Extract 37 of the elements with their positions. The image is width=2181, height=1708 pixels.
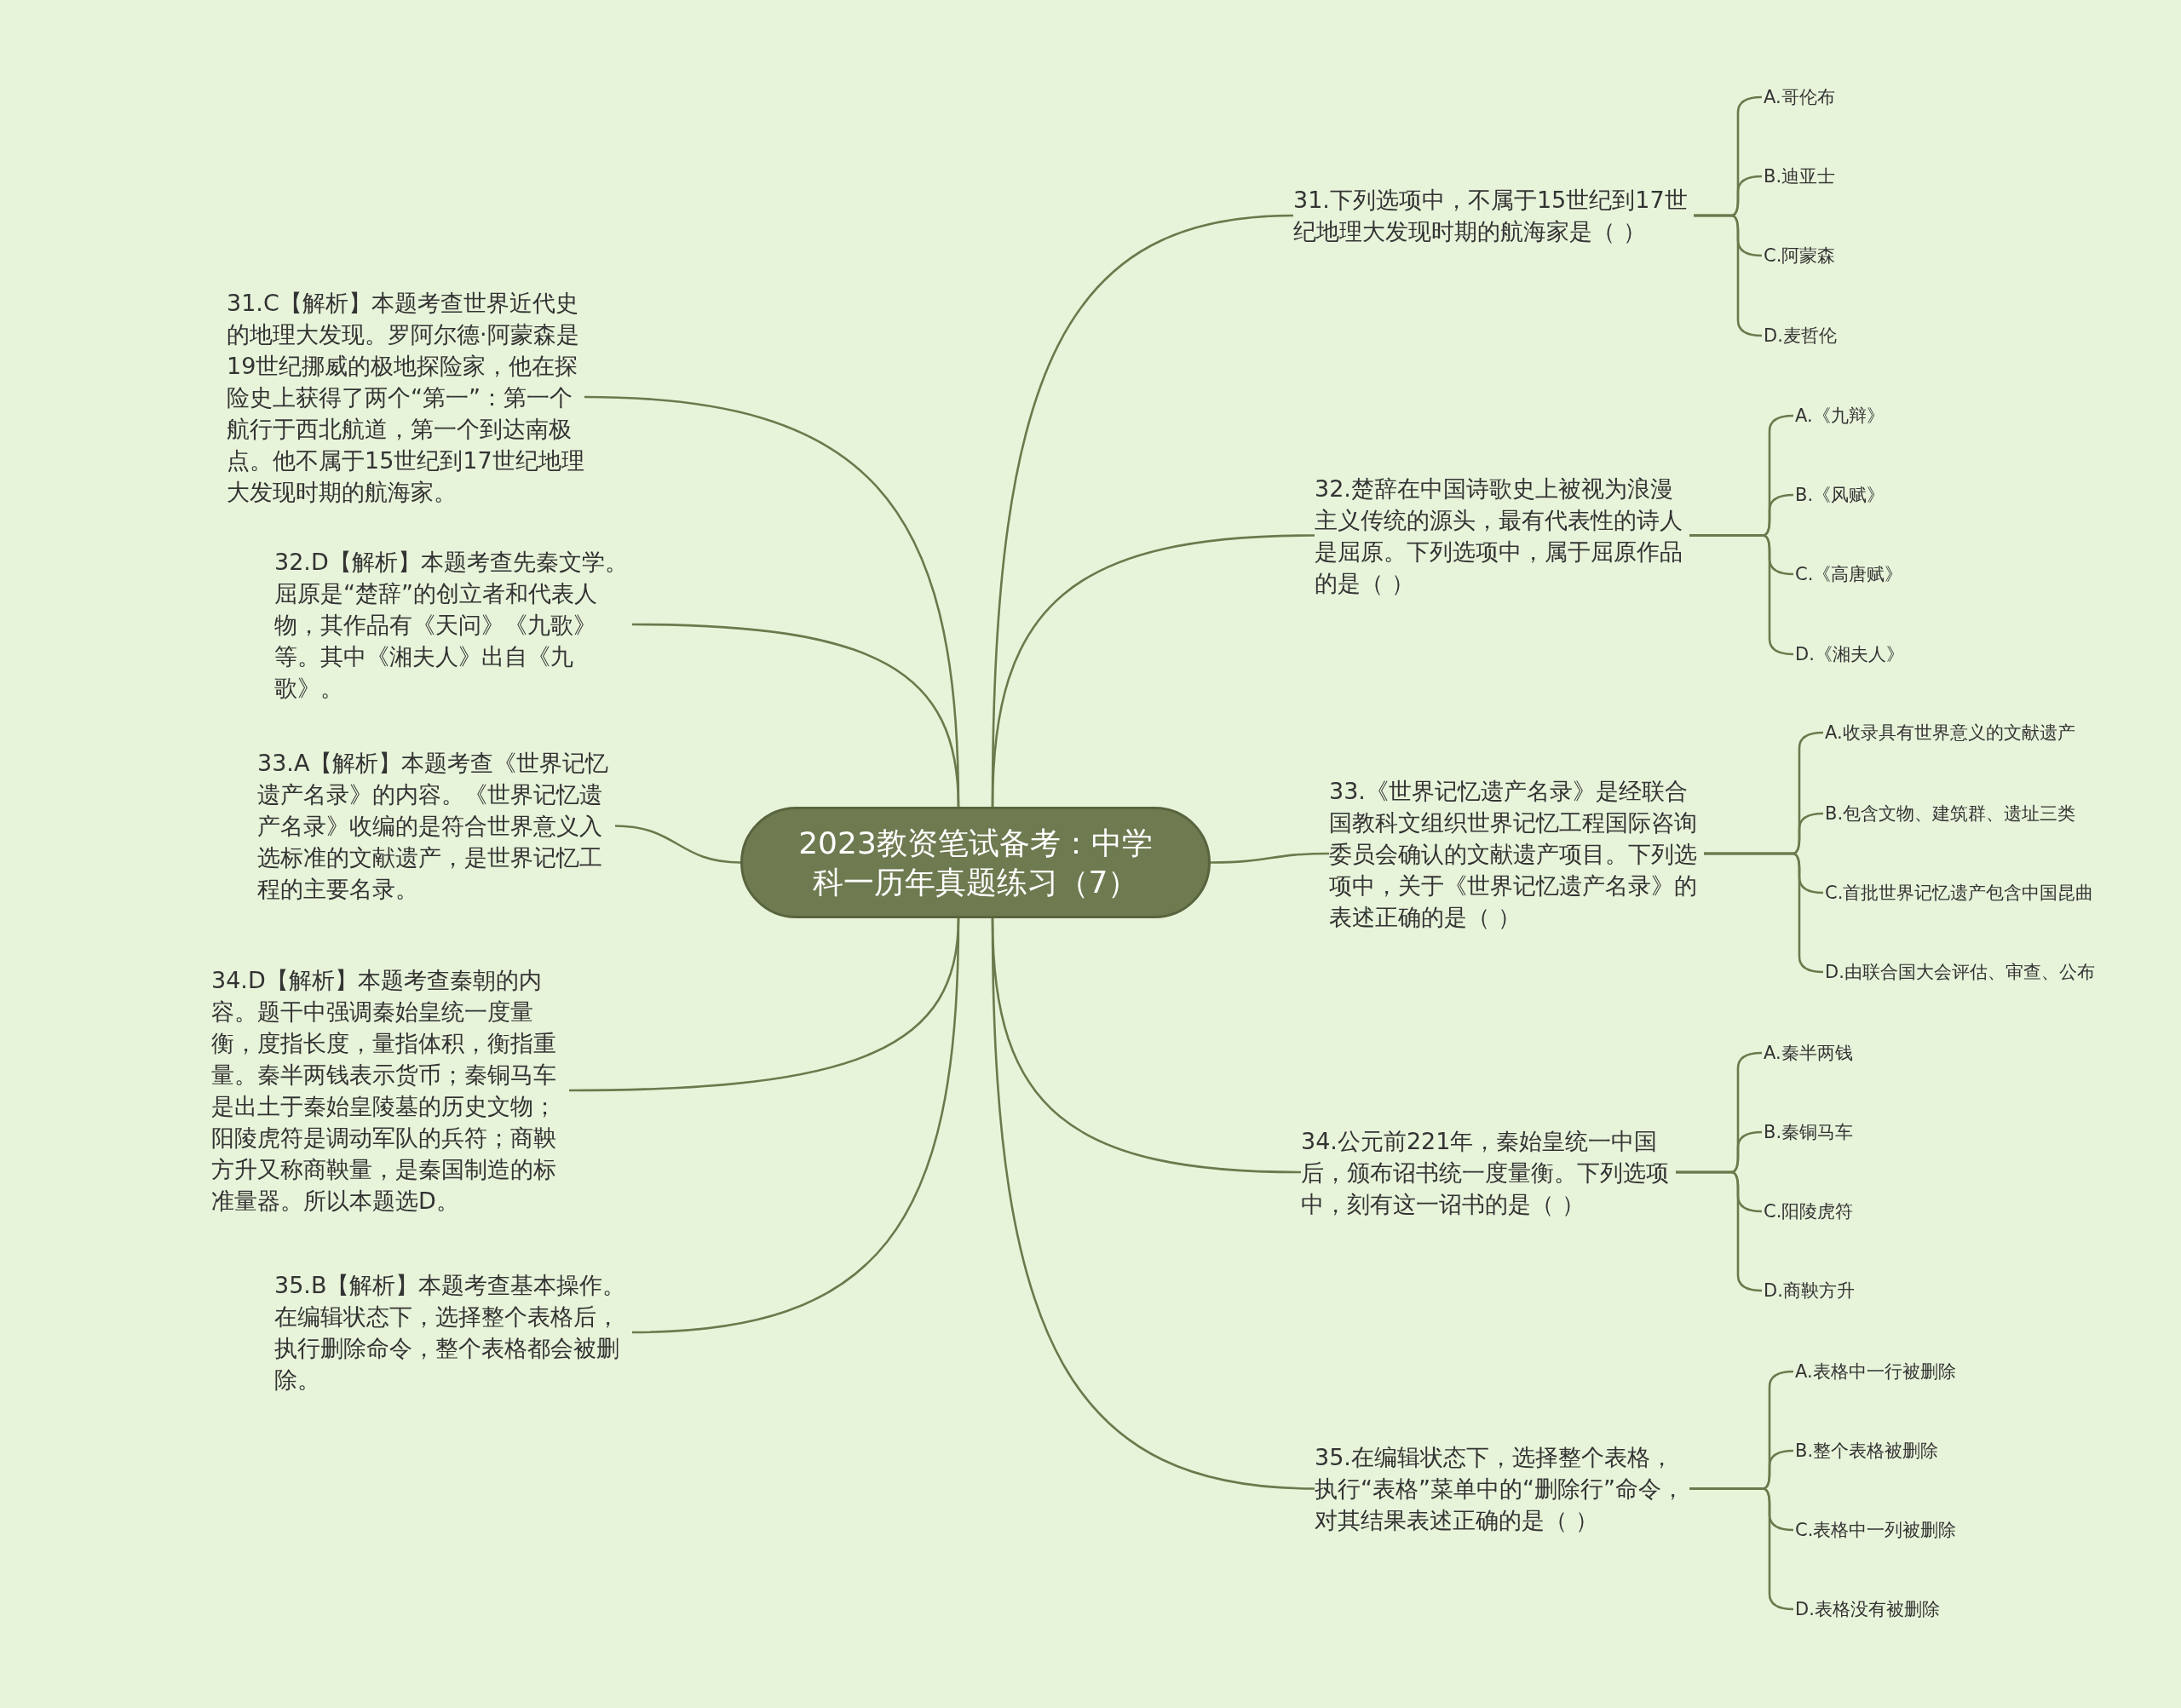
explanation-text: 32.D【解析】本题考查先秦文学。屈原是“楚辞”的创立者和代表人物，其作品有《天问》《九歌》等。其中《湘夫人》出自《九歌》。 — [274, 547, 629, 703]
central-topic-box: 2023教资笔试备考：中学科一历年真题练习（7） — [740, 807, 1211, 918]
explanation-text: 34.D【解析】本题考查秦朝的内容。题干中强调秦始皇统一度量衡，度指长度，量指体积，衡指重量。秦半两钱表示货币；秦铜马车是出土于秦始皇陵墓的历史文物；阳陵虎符是调动军队的兵符；商鞅方升又称商鞅量，是秦国制造的标准量器。所以本题选D。 — [211, 966, 557, 1216]
question-text: 33.《世界记忆遗产名录》是经联合国教科文组织世界记忆工程国际咨询委员会确认的文献遗产项目。下列选项中，关于《世界记忆遗产名录》的表述正确的是（ ） — [1329, 776, 1698, 932]
connector-line — [991, 917, 1315, 1490]
option-text: C.表格中一列被删除 — [1795, 1519, 1957, 1542]
option-text: D.《湘夫人》 — [1795, 643, 1904, 666]
option-text: A.哥伦布 — [1764, 86, 1835, 109]
option-text: D.由联合国大会评估、审查、公布 — [1825, 961, 2095, 984]
option-text: C.阳陵虎符 — [1764, 1200, 1854, 1223]
option-text: C.《高唐赋》 — [1795, 563, 1903, 586]
option-text: B.《风赋》 — [1795, 484, 1885, 507]
connector-line — [991, 534, 1315, 808]
connector-line — [614, 825, 741, 864]
option-text: A.表格中一行被删除 — [1795, 1360, 1956, 1383]
option-text: C.阿蒙森 — [1764, 244, 1836, 267]
explanation-text: 35.B【解析】本题考查基本操作。在编辑状态下，选择整个表格后，执行删除命令，整个表格都会被删除。 — [274, 1271, 627, 1395]
explanation-text: 31.C【解析】本题考查世界近代史的地理大发现。罗阿尔德·阿蒙森是19世纪挪威的极地探险家，他在探险史上获得了两个“第一”：第一个航行于西北航道，第一个到达南极点。他不属于15世纪到17世纪地理大发现时期的航海家。 — [227, 288, 584, 507]
connector-line — [1211, 852, 1329, 864]
option-text: A.秦半两钱 — [1764, 1042, 1853, 1065]
question-text: 34.公元前221年，秦始皇统一中国后，颁布诏书统一度量衡。下列选项中，刻有这一诏书的是（ ） — [1301, 1126, 1670, 1219]
option-text: A.《九辩》 — [1795, 405, 1885, 428]
option-text: A.收录具有世界意义的文献遗产 — [1825, 722, 2075, 745]
option-text: B.整个表格被删除 — [1795, 1440, 1939, 1463]
option-text: C.首批世界记忆遗产包含中国昆曲 — [1825, 882, 2094, 905]
option-text: D.麦哲伦 — [1764, 325, 1837, 348]
option-text: D.商鞅方升 — [1764, 1280, 1855, 1303]
question-text: 32.楚辞在中国诗歌史上被视为浪漫主义传统的源头，最有代表性的诗人是屈原。下列选项中，属于屈原作品的是（ ） — [1315, 474, 1683, 598]
option-text: B.迪亚士 — [1764, 165, 1836, 188]
question-text: 31.下列选项中，不属于15世纪到17世纪地理大发现时期的航海家是（ ） — [1293, 186, 1689, 246]
option-text: D.表格没有被删除 — [1795, 1598, 1940, 1621]
explanation-text: 33.A【解析】本题考查《世界记忆遗产名录》的内容。《世界记忆遗产名录》收编的是符合世界意义入选标准的文献遗产，是世界记忆工程的主要名录。 — [257, 749, 610, 904]
option-text: B.包含文物、建筑群、遗址三类 — [1825, 802, 2076, 825]
option-text: B.秦铜马车 — [1764, 1121, 1854, 1144]
question-text: 35.在编辑状态下，选择整个表格，执行“表格”菜单中的“删除行”命令，对其结果表述正确的是（ ） — [1315, 1443, 1685, 1535]
connector-line — [631, 917, 960, 1334]
connector-line — [631, 623, 960, 808]
